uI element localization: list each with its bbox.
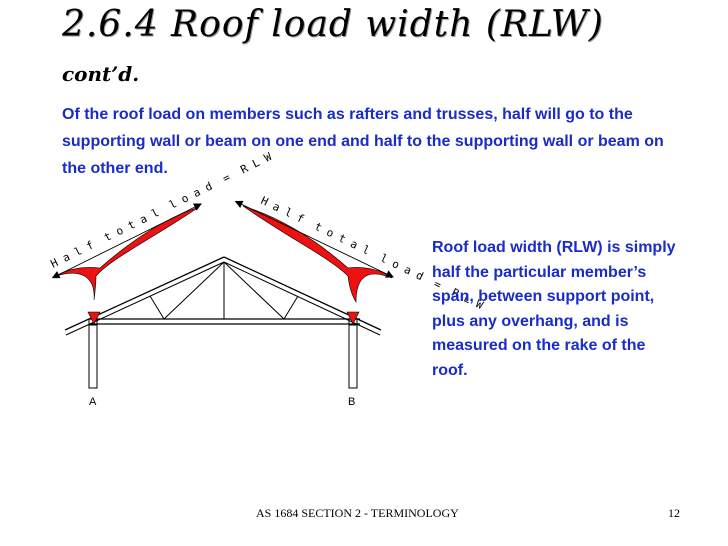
load-arrow-right (346, 311, 360, 325)
web-right-inner (223, 261, 285, 320)
rlw-definition: Roof load width (RLW) is simply half the… (432, 239, 676, 379)
page-number: 12 (668, 506, 680, 520)
web-left-inner (163, 261, 225, 320)
slide-title: 2.6.4 Roof load width (RLW) (62, 4, 604, 45)
web-right-outer (283, 295, 299, 320)
footer-text: AS 1684 SECTION 2 - TERMINOLOGY (256, 506, 459, 520)
dimension-lines (51, 200, 394, 279)
dimension-left (51, 203, 202, 279)
support-wall-b (348, 323, 358, 389)
support-label-a: A (89, 396, 97, 408)
intro-paragraph: Of the roof load on members such as raft… (62, 106, 664, 177)
support-label-b: B (348, 396, 355, 408)
dimension-right (234, 200, 394, 278)
slide-subtitle: cont’d. (62, 62, 140, 86)
load-arrow-left (87, 311, 101, 325)
dimension-label-left: H a l f t o t a l l o a d = R L W (49, 150, 275, 271)
supports (88, 318, 358, 389)
truss (64, 256, 382, 336)
web-left-outer (149, 295, 165, 320)
support-wall-a (88, 323, 98, 389)
